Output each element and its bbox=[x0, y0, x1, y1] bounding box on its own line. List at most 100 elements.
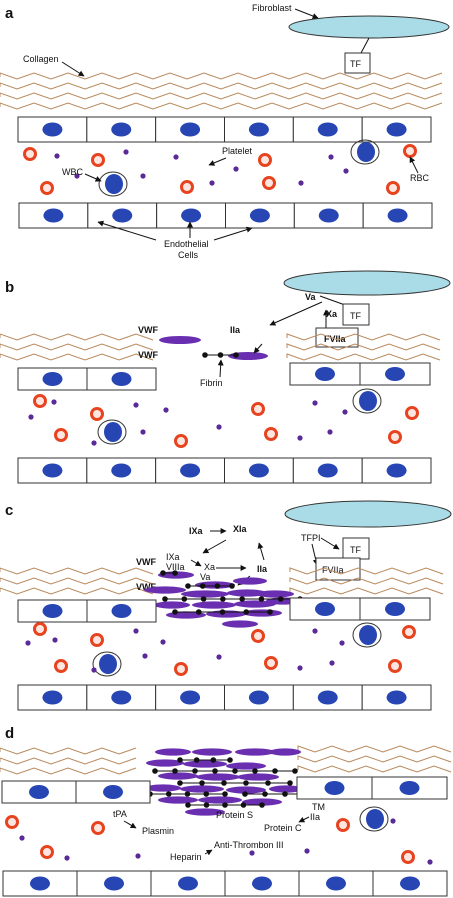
collagen-fiber bbox=[0, 102, 443, 110]
va-label-c: Va bbox=[200, 572, 210, 582]
platelet bbox=[216, 654, 222, 660]
endothelial-nucleus bbox=[318, 208, 339, 223]
wbc-arrow bbox=[84, 173, 102, 182]
xa-label-c: Xa bbox=[204, 562, 215, 572]
collagen-fiber bbox=[297, 755, 452, 763]
platelet bbox=[427, 859, 433, 865]
endothelial-nucleus bbox=[326, 876, 346, 891]
panel-d: d tPA Plasmin Protein S TM IIa Protein C… bbox=[0, 725, 452, 897]
platelet bbox=[209, 180, 215, 186]
fibrin-node bbox=[265, 780, 271, 786]
vwf-strand bbox=[242, 798, 282, 806]
platelet bbox=[297, 665, 303, 671]
white-blood-cell-nucleus bbox=[104, 422, 122, 442]
fibrin-node bbox=[277, 596, 284, 602]
white-blood-cell-nucleus bbox=[359, 391, 377, 411]
vwf-strand bbox=[269, 748, 301, 756]
xa-arrow-c bbox=[190, 559, 202, 567]
endothelium-top-left-c bbox=[17, 599, 157, 623]
rbc-label: RBC bbox=[410, 173, 430, 183]
endothelium-top-right-b bbox=[289, 362, 431, 386]
endothelial-nucleus bbox=[111, 604, 132, 618]
fibrin-node bbox=[199, 583, 206, 589]
collagen-fiber bbox=[289, 577, 444, 585]
vwf-strand bbox=[206, 610, 246, 618]
platelet bbox=[304, 848, 310, 854]
viiia-label-c: VIIIa bbox=[166, 562, 185, 572]
platelet bbox=[216, 424, 222, 430]
vwf-strand bbox=[235, 748, 275, 756]
endothelial-nucleus bbox=[42, 690, 63, 705]
tf-label-b: TF bbox=[350, 311, 361, 321]
endothelial-nucleus bbox=[29, 785, 49, 799]
collagen-fiber bbox=[0, 567, 154, 575]
fibrin-node bbox=[200, 596, 207, 602]
fibrin-node bbox=[232, 768, 238, 774]
endothelial-nucleus bbox=[178, 876, 198, 891]
endothelial-cell bbox=[17, 457, 88, 484]
endothelial-nucleus bbox=[317, 690, 338, 705]
endothelial-label-line1: Endothelial bbox=[164, 239, 209, 249]
collagen-fiber bbox=[0, 343, 154, 351]
panel-a: a Fibroblast TF Collagen Platelet WBC RB… bbox=[0, 3, 450, 260]
vwf-strand bbox=[158, 796, 198, 804]
white-blood-cell-nucleus bbox=[105, 174, 123, 194]
red-blood-cell bbox=[180, 180, 194, 194]
platelet-label: Platelet bbox=[222, 146, 253, 156]
tfpi-arrow-c bbox=[320, 537, 340, 550]
fibrin-node bbox=[227, 757, 233, 763]
red-blood-cell bbox=[258, 153, 272, 167]
platelet bbox=[390, 818, 396, 824]
fibrin-node bbox=[199, 780, 205, 786]
collagen-fibers-right-d bbox=[297, 745, 452, 773]
fibrin-node bbox=[217, 352, 224, 358]
endothelium-bottom-b bbox=[17, 457, 432, 484]
fibrin-node bbox=[165, 791, 172, 797]
blood-cells-b bbox=[28, 388, 419, 448]
endothelial-arrow-right bbox=[213, 226, 253, 241]
red-blood-cell bbox=[251, 402, 265, 416]
endothelium-top bbox=[17, 116, 432, 143]
collagen-fiber bbox=[0, 577, 154, 585]
fibroblast-arrow bbox=[294, 8, 319, 19]
endothelium-top-left-b bbox=[17, 367, 157, 391]
panel-letter-b: b bbox=[5, 279, 14, 296]
endothelial-nucleus bbox=[42, 604, 63, 618]
endothelial-label-line2: Cells bbox=[178, 250, 199, 260]
fibrin-node bbox=[185, 802, 191, 808]
iia-arrow-c bbox=[257, 542, 265, 561]
red-blood-cell bbox=[91, 821, 105, 835]
fibrin-node bbox=[229, 583, 235, 589]
fibroblast-cell bbox=[288, 15, 450, 39]
platelet bbox=[140, 429, 146, 435]
platelet bbox=[133, 402, 139, 408]
endothelial-nucleus bbox=[104, 876, 124, 891]
fibrin-chain-b bbox=[202, 352, 239, 358]
vwf-label-b1: VWF bbox=[138, 325, 158, 335]
endothelium-bottom bbox=[18, 202, 433, 229]
endothelial-nucleus bbox=[386, 463, 407, 478]
platelet bbox=[249, 850, 255, 856]
fibrin-node bbox=[220, 596, 226, 602]
fibrin-node bbox=[172, 768, 178, 774]
endothelial-nucleus bbox=[387, 208, 408, 223]
fibrin-node bbox=[152, 768, 158, 774]
fibrin-node bbox=[243, 780, 249, 786]
vwf-strand bbox=[183, 760, 227, 768]
fibrin-node bbox=[219, 609, 226, 615]
fibroblast-cell-c bbox=[284, 500, 452, 528]
platelet bbox=[28, 414, 34, 420]
vwf-strand bbox=[146, 759, 184, 767]
red-blood-cell bbox=[33, 394, 47, 408]
fibrin-label-b: Fibrin bbox=[200, 378, 223, 388]
fibrin-node bbox=[233, 352, 239, 358]
red-blood-cell bbox=[388, 659, 402, 673]
fibrin-node bbox=[242, 791, 248, 797]
endothelial-cell bbox=[155, 116, 226, 143]
fibrin-node bbox=[177, 780, 183, 786]
white-blood-cell-nucleus bbox=[359, 625, 377, 645]
collagen-fiber bbox=[0, 92, 443, 100]
vwf-strand bbox=[196, 773, 240, 781]
fibrin-node bbox=[181, 596, 188, 602]
